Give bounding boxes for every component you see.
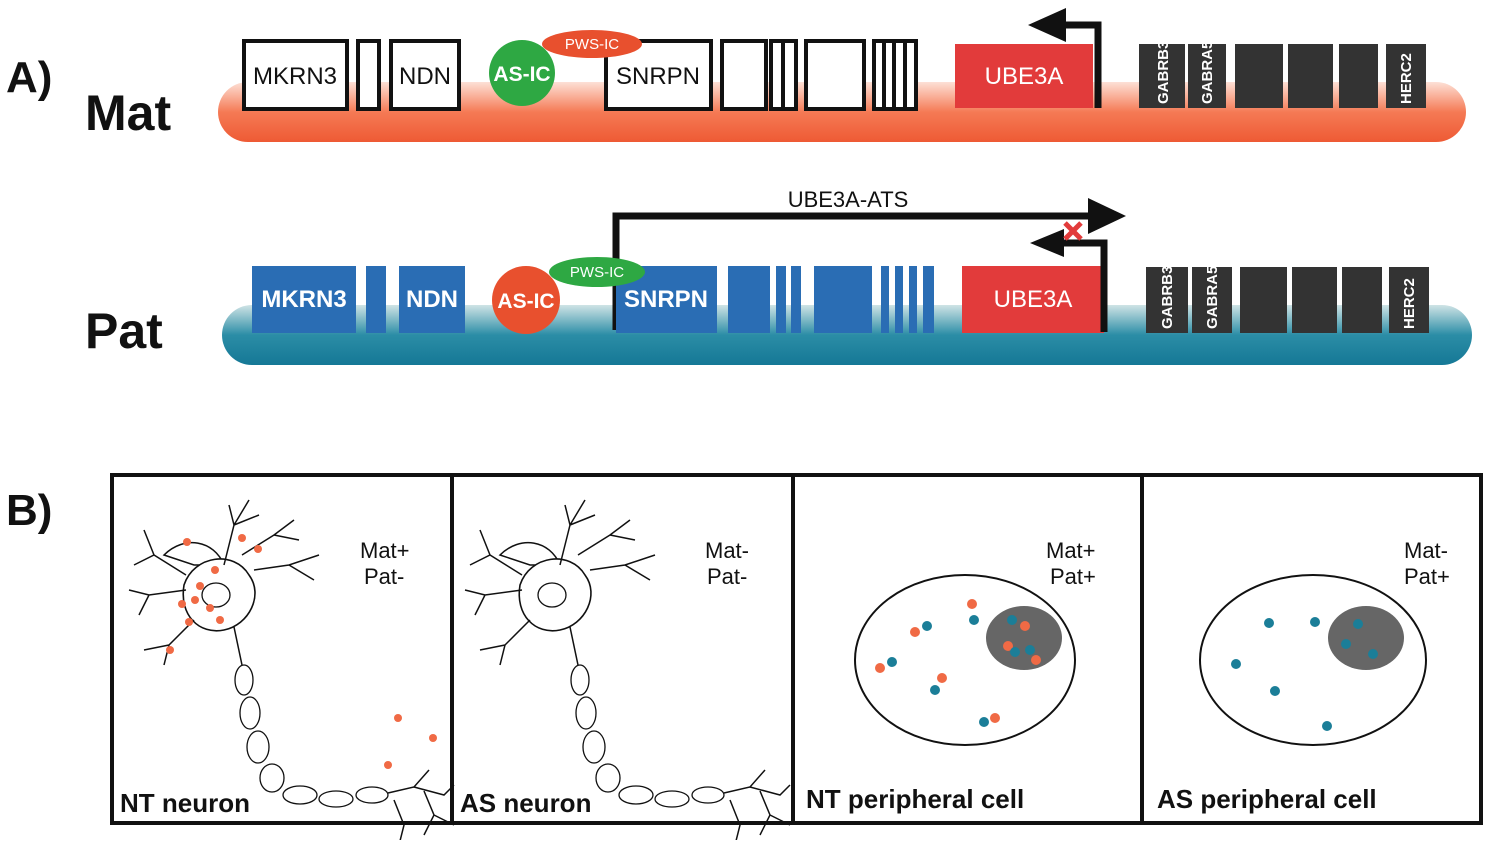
nt-peripheral-title: NT peripheral cell	[806, 784, 1024, 814]
pat-gene-mkrn3-label: MKRN3	[261, 286, 346, 313]
cell-nucleus	[986, 606, 1062, 670]
as-peripheral-mat-status: Mat-	[1404, 538, 1448, 563]
mat-gene-ndn-label: NDN	[399, 63, 451, 90]
pat-track-label: Pat	[85, 303, 163, 359]
nt-neuron-pat-status: Pat-	[364, 564, 404, 589]
cell-as-peripheral: Mat- Pat+ AS peripheral cell	[1157, 538, 1450, 814]
pat-gene-snrpn-label: SNRPN	[624, 286, 708, 313]
ube3a-ats-label: UBE3A-ATS	[788, 187, 909, 212]
maternal-ube3a-dots	[166, 534, 437, 769]
maternal-genes: MKRN3 NDN AS-IC SNRPN PWS-IC UBE3A GABRB…	[242, 8, 1426, 111]
pat-gene-gabra5	[1192, 267, 1232, 333]
mat-gene-block-dark	[1288, 44, 1333, 108]
mat-pws-ic	[542, 30, 642, 58]
mat-gene-herc2-label: HERC2	[1398, 53, 1415, 104]
mat-gene-gabra5	[1188, 44, 1226, 108]
pat-gene-mkrn3	[252, 266, 356, 333]
mat-gene-block-dark	[1339, 44, 1378, 108]
pat-gene-gabrb3	[1146, 267, 1188, 333]
mat-gene-ndn	[389, 39, 461, 111]
ube3a-ats-arrow-head	[1088, 198, 1126, 234]
pat-gene-gabra5-label: GABRA5	[1204, 266, 1221, 329]
mat-ube3a-arrow-line	[1062, 21, 1102, 108]
pat-ube3a-arrow-head	[1030, 229, 1064, 257]
mat-track-label: Mat	[85, 85, 171, 141]
cell-nt-neuron: Mat+ Pat- NT neuron	[120, 499, 455, 845]
biallelic-ube3a-dots	[875, 599, 1041, 727]
cell-panel-frame	[110, 473, 1483, 825]
mat-gene-ube3a	[955, 44, 1093, 108]
mat-gene-gabrb3-label: GABRB3	[1155, 41, 1172, 104]
nt-peripheral-mat-status: Mat+	[1046, 538, 1096, 563]
mat-pws-ic-label: PWS-IC	[565, 36, 619, 53]
mat-gene-snrpn-label: SNRPN	[616, 63, 700, 90]
mat-gene-gabra5-label: GABRA5	[1199, 41, 1216, 104]
mat-gene-gabrb3	[1139, 44, 1185, 108]
pat-gene-ndn-label: NDN	[406, 286, 458, 313]
mat-as-ic-label: AS-IC	[493, 63, 550, 86]
mat-gene-block	[720, 39, 768, 111]
pat-gene-block-dark	[1292, 267, 1337, 333]
pat-gene-block	[791, 266, 801, 333]
pat-as-ic	[492, 266, 560, 334]
pat-as-ic-label: AS-IC	[497, 290, 554, 313]
pat-gene-block	[923, 266, 934, 333]
mat-gene-block	[804, 39, 866, 111]
pat-gene-block	[776, 266, 786, 333]
pat-gene-ube3a-label: UBE3A	[994, 286, 1073, 313]
pat-gene-gabrb3-label: GABRB3	[1159, 266, 1176, 329]
pat-gene-herc2	[1389, 267, 1429, 333]
mat-gene-mkrn3-label: MKRN3	[253, 63, 337, 90]
nt-neuron-title: NT neuron	[120, 788, 250, 818]
paternal-ube3a-dots	[1231, 617, 1378, 731]
pat-gene-herc2-label: HERC2	[1401, 278, 1418, 329]
pat-gene-ube3a	[962, 266, 1104, 333]
paternal-genes: MKRN3 NDN AS-IC SNRPN PWS-IC UBE3A GABRB…	[252, 221, 1429, 334]
pat-pws-ic-label: PWS-IC	[570, 264, 624, 281]
as-neuron-pat-status: Pat-	[707, 564, 747, 589]
mat-gene-ube3a-label: UBE3A	[985, 63, 1064, 90]
pat-gene-block-dark	[1342, 267, 1382, 333]
pat-gene-block	[728, 266, 770, 333]
cell-as-neuron: Mat- Pat- AS neuron	[460, 499, 791, 845]
as-peripheral-title: AS peripheral cell	[1157, 784, 1377, 814]
mat-gene-herc2	[1386, 44, 1426, 108]
mat-ube3a-arrow-head	[1028, 8, 1066, 42]
pat-pws-ic	[549, 257, 645, 287]
nt-peripheral-pat-status: Pat+	[1050, 564, 1096, 589]
mat-gene-block-dark	[1235, 44, 1283, 108]
pat-ube3a-block-mark	[1063, 221, 1083, 241]
panel-b-label: B)	[6, 486, 52, 535]
pat-ube3a-arrow-line	[1060, 239, 1108, 332]
mat-gene-mkrn3	[242, 39, 349, 111]
nt-neuron-mat-status: Mat+	[360, 538, 410, 563]
pat-gene-block	[909, 266, 917, 333]
mat-as-ic	[489, 40, 555, 106]
pat-gene-block	[814, 266, 872, 333]
mat-gene-block	[356, 39, 381, 111]
pat-gene-block	[366, 266, 386, 333]
pat-gene-block	[895, 266, 903, 333]
pat-gene-block	[881, 266, 889, 333]
mat-exon-dividers	[882, 41, 907, 109]
as-peripheral-pat-status: Pat+	[1404, 564, 1450, 589]
pat-gene-ndn	[399, 266, 465, 333]
as-neuron-mat-status: Mat-	[705, 538, 749, 563]
pat-gene-block-dark	[1240, 267, 1287, 333]
panel-a-label: A)	[6, 53, 52, 102]
as-neuron-title: AS neuron	[460, 788, 591, 818]
cell-nt-peripheral: Mat+ Pat+ NT peripheral cell	[806, 538, 1096, 814]
cell-nucleus	[1328, 606, 1404, 670]
